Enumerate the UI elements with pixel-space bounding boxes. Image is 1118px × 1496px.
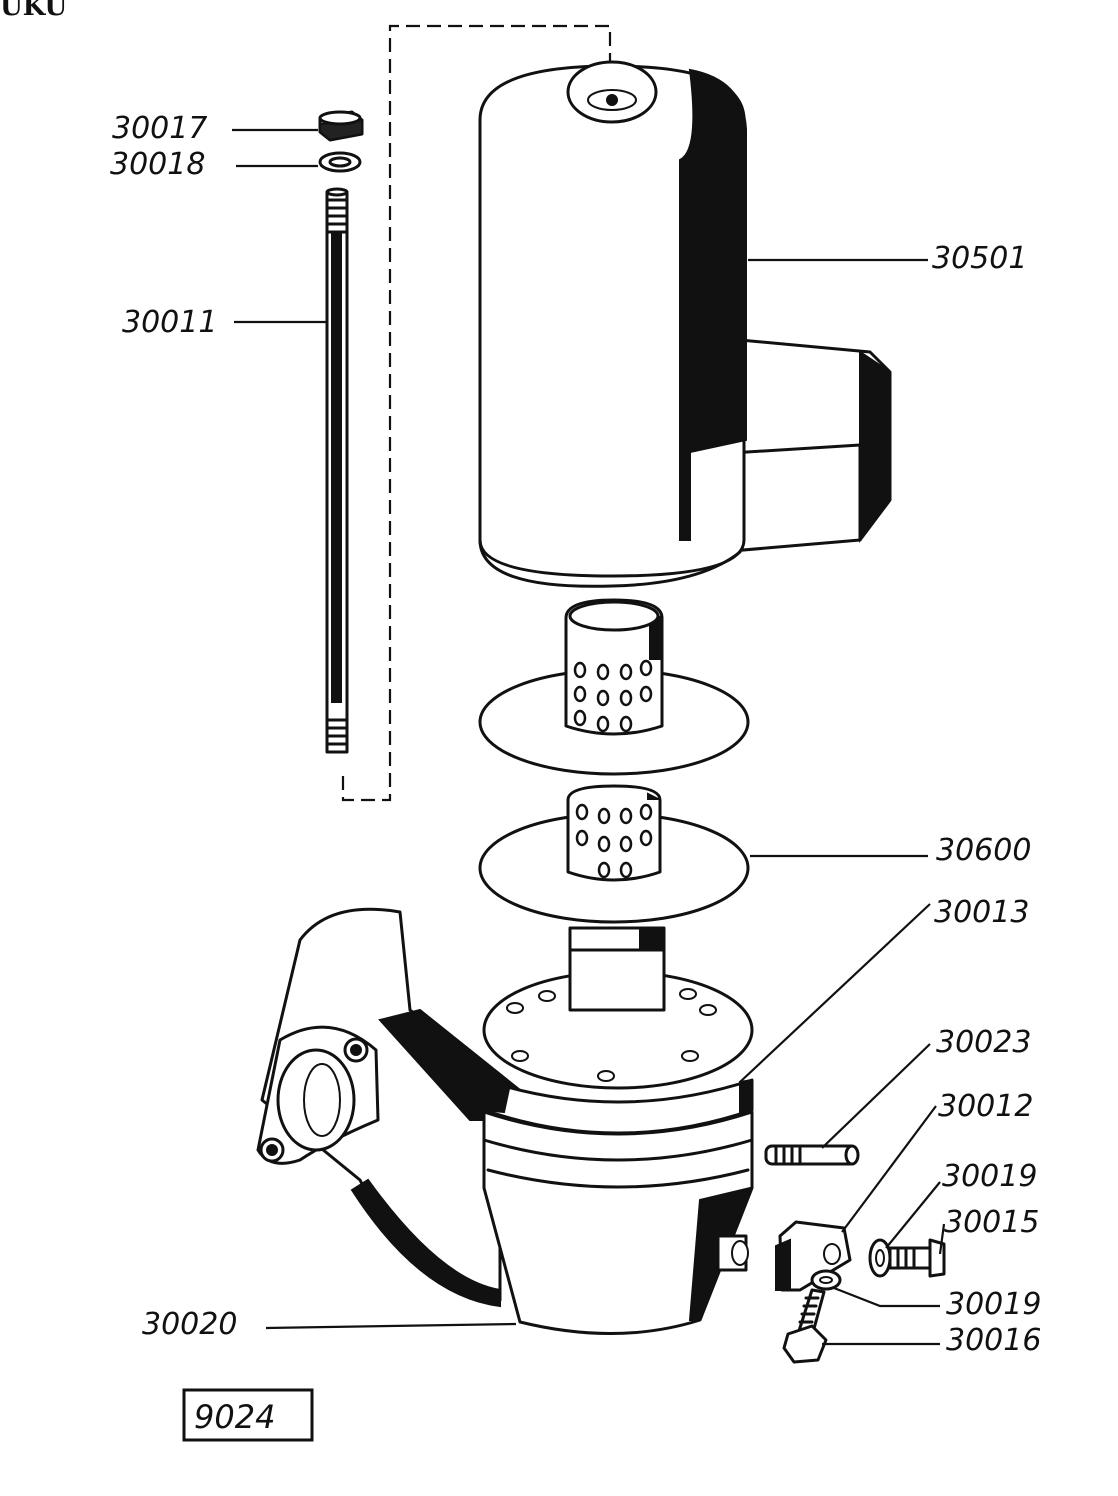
clamp [775, 1220, 852, 1292]
label-30019-upper: 30019 [942, 1159, 1037, 1194]
leader-lines [232, 128, 946, 1346]
pin [764, 1144, 860, 1166]
filter-element [478, 598, 750, 924]
housing-cover [478, 60, 892, 588]
header-text: UKU [0, 0, 68, 22]
figure-number: 9024 [194, 1398, 275, 1436]
label-30018: 30018 [110, 147, 205, 182]
label-30023: 30023 [936, 1025, 1031, 1060]
figure-number-box: 9024 [182, 1388, 314, 1442]
label-30501: 30501 [932, 241, 1027, 276]
assembly-dashed-line [341, 24, 612, 802]
lock-washer-lower [810, 1269, 842, 1291]
lock-washer-upper [868, 1238, 892, 1278]
screw [888, 1238, 946, 1278]
tie-rod [325, 187, 349, 754]
base-housing [256, 907, 754, 1335]
label-30013: 30013 [934, 895, 1029, 930]
label-30011: 30011 [122, 305, 217, 340]
label-30016: 30016 [946, 1323, 1041, 1358]
washer [318, 151, 362, 173]
label-30015: 30015 [944, 1205, 1039, 1240]
label-30020: 30020 [142, 1307, 237, 1342]
cap-nut [318, 110, 364, 142]
label-30600: 30600 [936, 833, 1031, 868]
label-30019-lower: 30019 [946, 1287, 1041, 1322]
bolt [782, 1288, 828, 1364]
label-30017: 30017 [112, 111, 207, 146]
label-30012: 30012 [938, 1089, 1033, 1124]
